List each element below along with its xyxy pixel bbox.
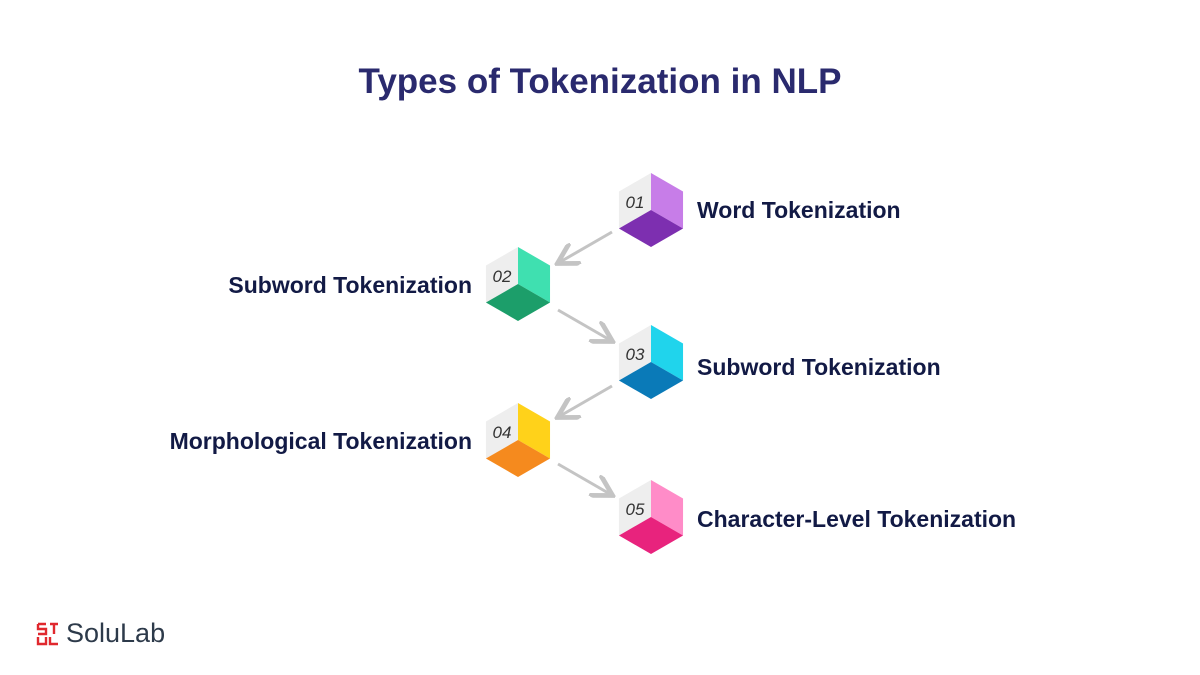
step-label-1: Word Tokenization — [697, 197, 901, 223]
step-cube-2: 02 — [485, 247, 551, 321]
step-label-3: Subword Tokenization — [697, 354, 941, 380]
brand-name: SoluLab — [66, 618, 166, 648]
step-number: 03 — [626, 345, 645, 364]
cube-bottom-face — [618, 517, 684, 554]
arrow-1 — [560, 230, 613, 262]
page-title: Types of Tokenization in NLP — [358, 62, 842, 101]
cube-bottom-face — [618, 210, 684, 247]
step-cube-3: 03 — [618, 325, 684, 399]
cube-bottom-face — [485, 440, 551, 477]
step-number: 01 — [626, 193, 645, 212]
step-cube-4: 04 — [485, 403, 551, 477]
arrow-4 — [557, 462, 610, 494]
step-label-5: Character-Level Tokenization — [697, 506, 1017, 532]
arrow-2 — [557, 308, 610, 340]
cube-bottom-face — [485, 284, 551, 321]
step-label-4: Morphological Tokenization — [169, 428, 472, 454]
step-cube-5: 05 — [618, 480, 684, 554]
step-number: 04 — [493, 423, 512, 442]
step-cube-1: 01 — [618, 173, 684, 247]
cube-bottom-face — [618, 362, 684, 399]
solulab-logo: SoluLab — [36, 618, 165, 649]
step-number: 02 — [493, 267, 512, 286]
step-number: 05 — [626, 500, 645, 519]
step-label-2: Subword Tokenization — [228, 272, 472, 298]
arrow-3 — [560, 384, 613, 416]
logo-mark-icon — [36, 622, 58, 645]
